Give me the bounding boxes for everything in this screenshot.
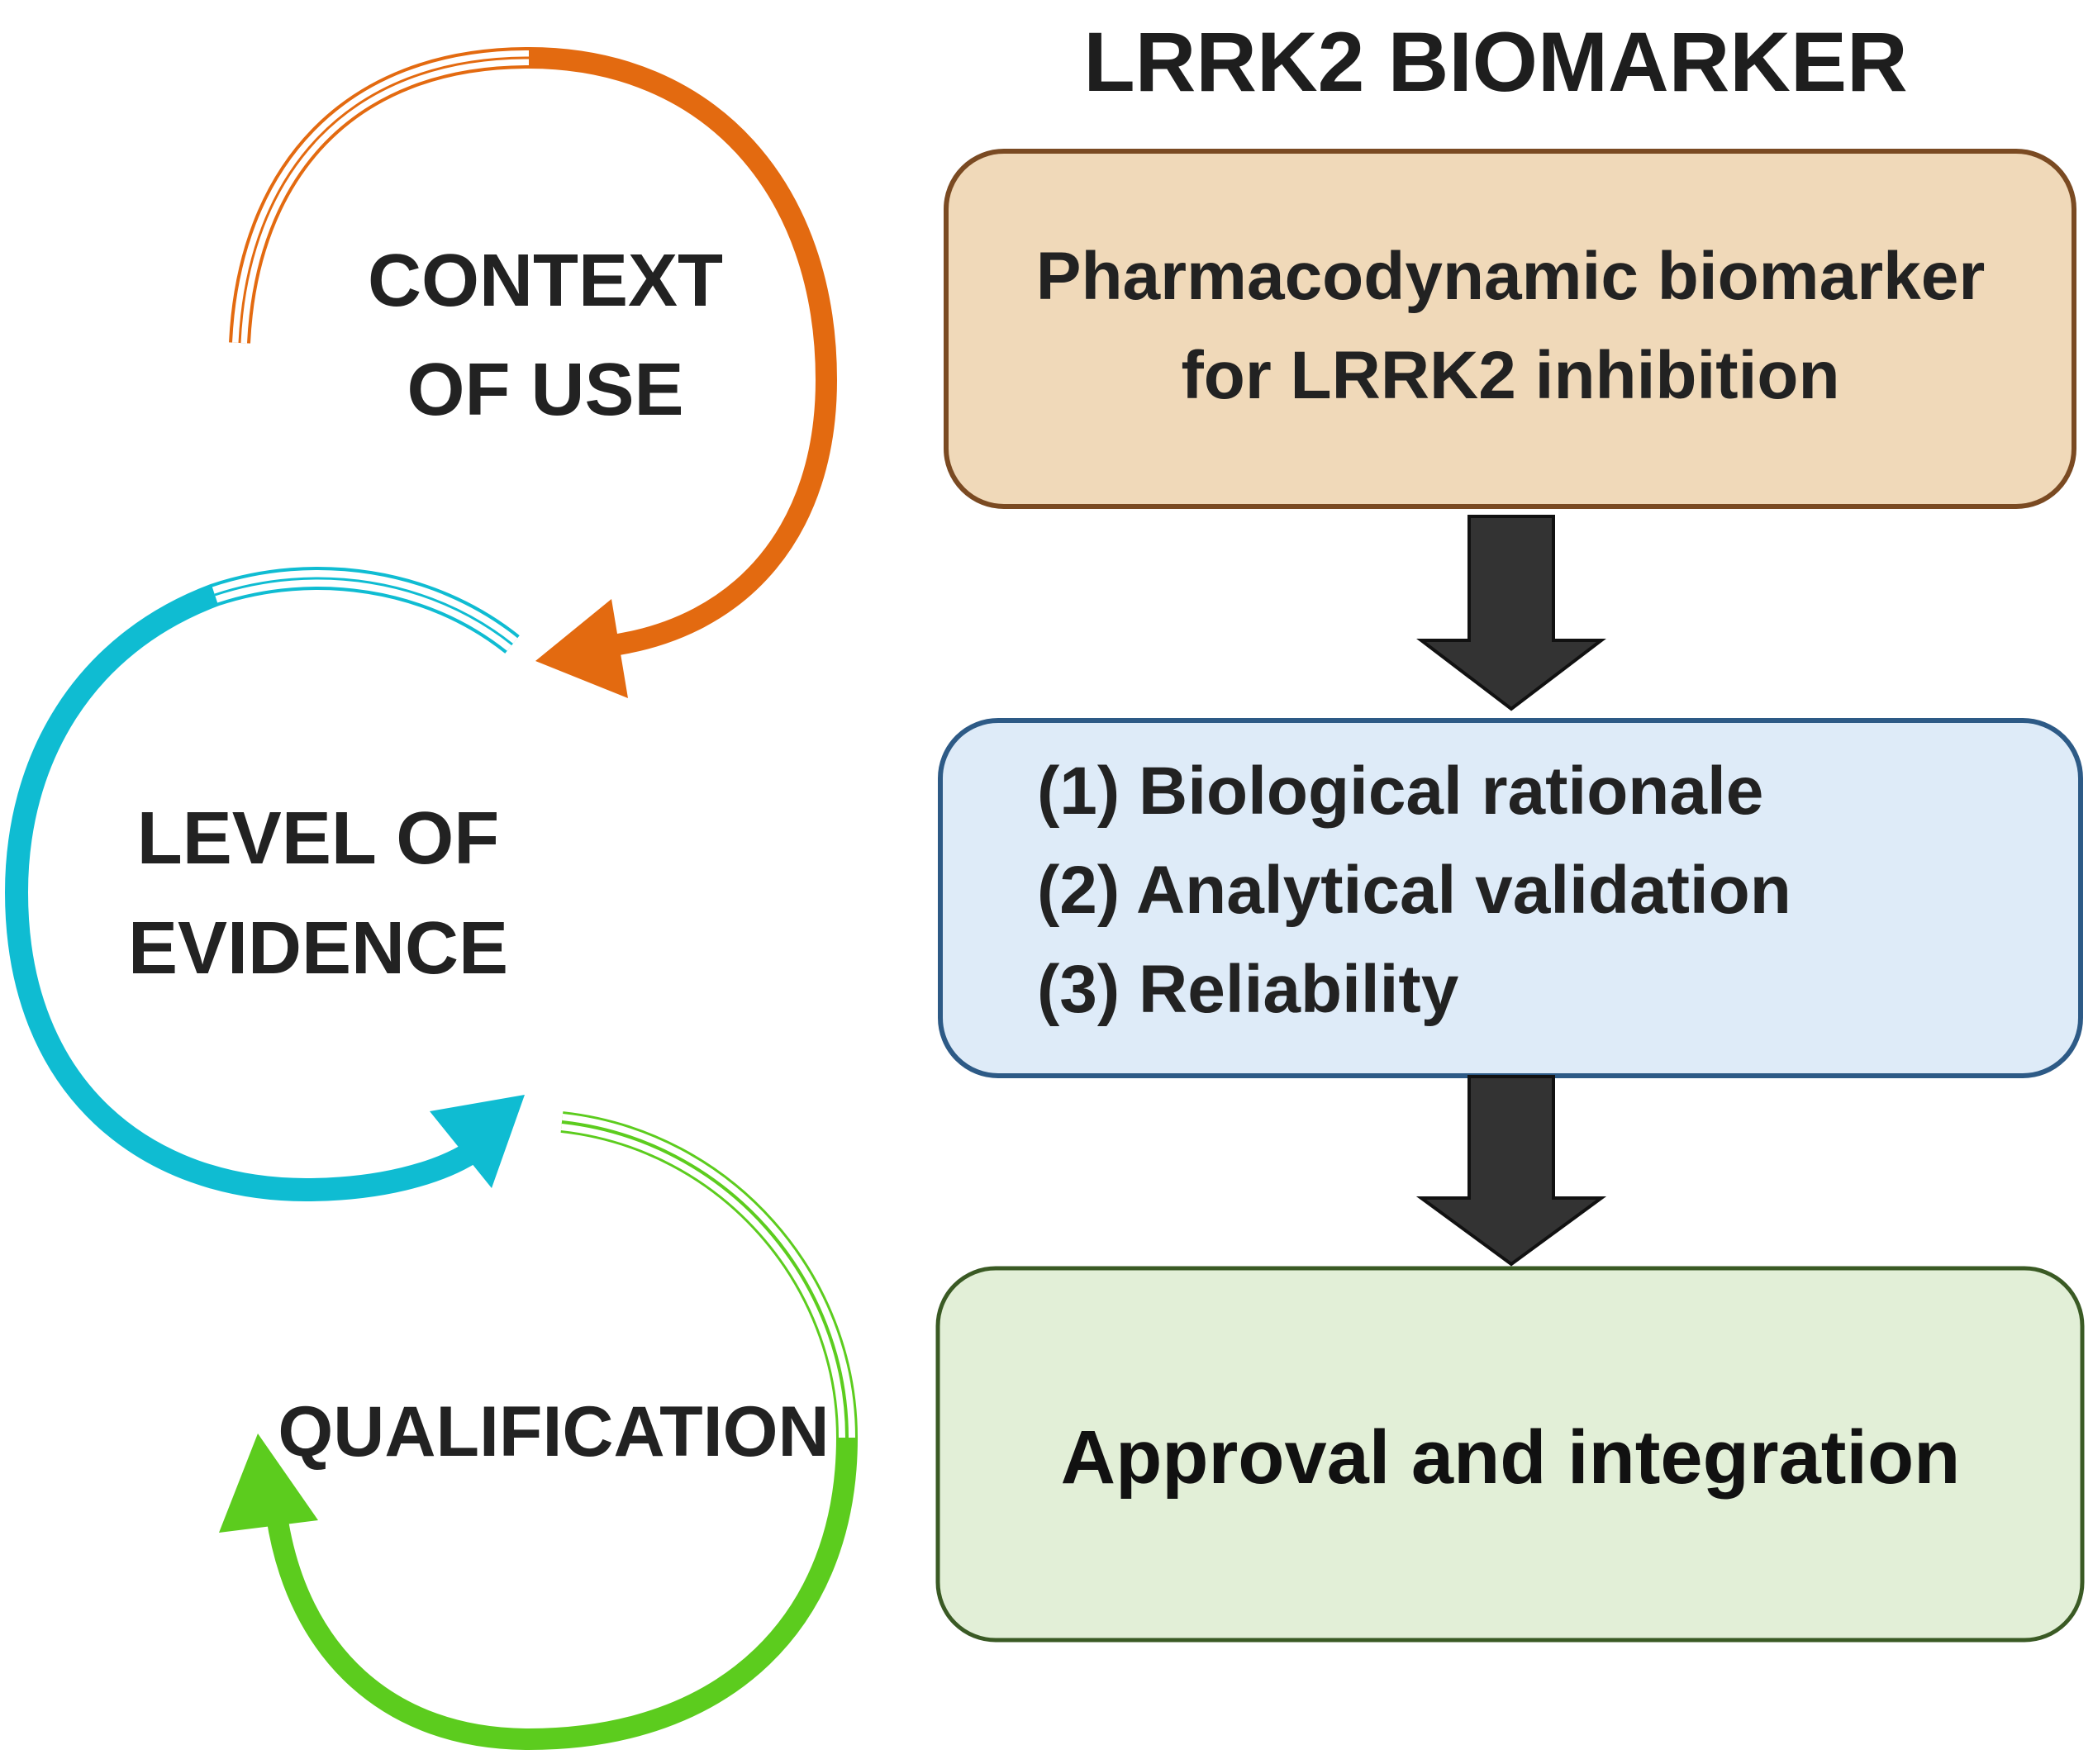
cycle-arc-blue-taper bbox=[212, 570, 518, 651]
cycle-arrow-qualification bbox=[219, 1111, 859, 1751]
cycle-arrow-context-of-use bbox=[229, 46, 838, 698]
flow-arrow-1 bbox=[1416, 515, 1606, 711]
cycle-label-evidence-line1: LEVEL OF bbox=[137, 797, 499, 880]
cycle-arc-blue bbox=[4, 567, 520, 1202]
cycle-label-qualification: QUALIFICATION bbox=[278, 1392, 829, 1472]
cycle-label-context-line1: CONTEXT bbox=[368, 240, 723, 322]
flow-box-2-line2: (2) Analytical validation bbox=[1037, 853, 1791, 928]
cycle-label-evidence-line2: EVIDENCE bbox=[128, 907, 508, 990]
flow-box-3-line1: Approval and integration bbox=[1061, 1415, 1961, 1500]
flow-box-pharmacodynamic bbox=[944, 149, 2076, 509]
cycle-label-context-line2: OF USE bbox=[407, 349, 683, 431]
flow-box-2-line3: (3) Reliability bbox=[1037, 952, 1459, 1027]
arrowhead-blue bbox=[430, 1095, 525, 1188]
cycle-arc-blue-thin bbox=[214, 577, 513, 646]
flow-arrow-2 bbox=[1415, 1075, 1607, 1267]
flow-box-1-line2: for LRRK2 inhibition bbox=[1181, 338, 1839, 413]
flow-box-1-line1: Pharmacodynamic biomarker bbox=[1036, 239, 1985, 314]
flow-box-approval bbox=[935, 1266, 2085, 1643]
cycle-arc-green-thin bbox=[561, 1120, 849, 1438]
arrowhead-green bbox=[219, 1434, 318, 1533]
arrowhead-orange bbox=[535, 599, 628, 698]
flow-box-2-line1: (1) Biological rationale bbox=[1037, 754, 1763, 829]
cycle-arrow-level-of-evidence bbox=[4, 567, 525, 1202]
cycle-arc-orange-thin bbox=[238, 56, 530, 344]
diagram-title: LRRK2 BIOMARKER bbox=[1083, 15, 1907, 109]
